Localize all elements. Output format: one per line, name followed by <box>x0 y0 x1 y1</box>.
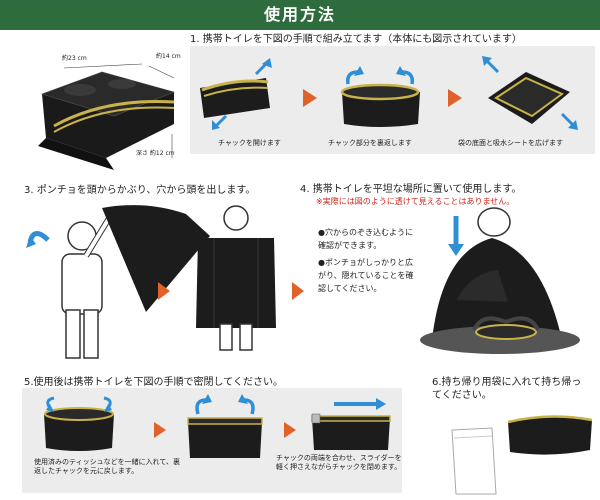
step4-note: ※実際には図のように透けて見えることはありません。 <box>316 197 515 206</box>
step-arrow-icon <box>448 89 462 107</box>
step5-title: 5.使用後は携帯トイレを下図の手順で密閉してください。 <box>24 377 283 388</box>
dimension-depth: 約14 cm <box>156 53 181 60</box>
step-arrow-icon <box>292 282 304 300</box>
step4-bullet-2: ●ポンチョがしっかりと広がり、隠れていることを確認してください。 <box>318 258 414 293</box>
caption-seal-zipper: チャックの両端を合わせ、スライダーを軽く押さえながらチャックを閉めます。 <box>276 454 402 471</box>
caption-open-zipper: チャックを開けます <box>218 139 281 147</box>
step4-title: 4. 携帯トイレを平坦な場所に置いて使用します。 <box>300 184 522 195</box>
step-arrow-icon <box>158 282 170 300</box>
step-arrow-icon <box>154 422 166 438</box>
person-wearing-poncho-illustration <box>196 205 276 351</box>
spread-bag-illustration <box>482 56 578 130</box>
turn-zipper-illustration <box>187 394 263 458</box>
step6-title: 6.持ち帰り用袋に入れて持ち帰ってください。 <box>432 377 582 401</box>
header-bar <box>0 0 600 30</box>
dimension-height: 深さ 約12 cm <box>136 150 175 157</box>
seal-zipper-illustration <box>311 398 391 450</box>
person-using-toilet-illustration <box>420 207 580 354</box>
person-with-poncho-illustration <box>26 205 210 359</box>
fold-zipper-illustration <box>340 66 420 127</box>
open-zipper-illustration <box>200 58 272 130</box>
step1-title: 1. 携帯トイレを下図の手順で組み立てます（本体にも図示されています） <box>190 34 522 45</box>
dimension-width: 約23 cm <box>62 55 87 62</box>
caption-fold-zipper: チャック部分を裏返します <box>328 139 412 147</box>
step4-bullet-1: ●穴からのぞき込むように確認ができます。 <box>318 228 413 250</box>
step-arrow-icon <box>303 89 317 107</box>
page-title: 使用方法 <box>263 5 336 24</box>
step-arrow-icon <box>284 422 296 438</box>
carry-bag-illustration <box>451 415 593 495</box>
caption-spread-bag: 袋の底面と吸水シートを広げます <box>458 139 563 147</box>
close-bag-illustration <box>44 396 114 451</box>
step3-title: 3. ポンチョを頭からかぶり、穴から頭を出します。 <box>24 185 256 196</box>
caption-return-zipper: 使用済みのティッシュなどを一緒に入れて、裏返したチャックを元に戻します。 <box>34 458 181 475</box>
toilet-kit-illustration <box>38 63 175 170</box>
